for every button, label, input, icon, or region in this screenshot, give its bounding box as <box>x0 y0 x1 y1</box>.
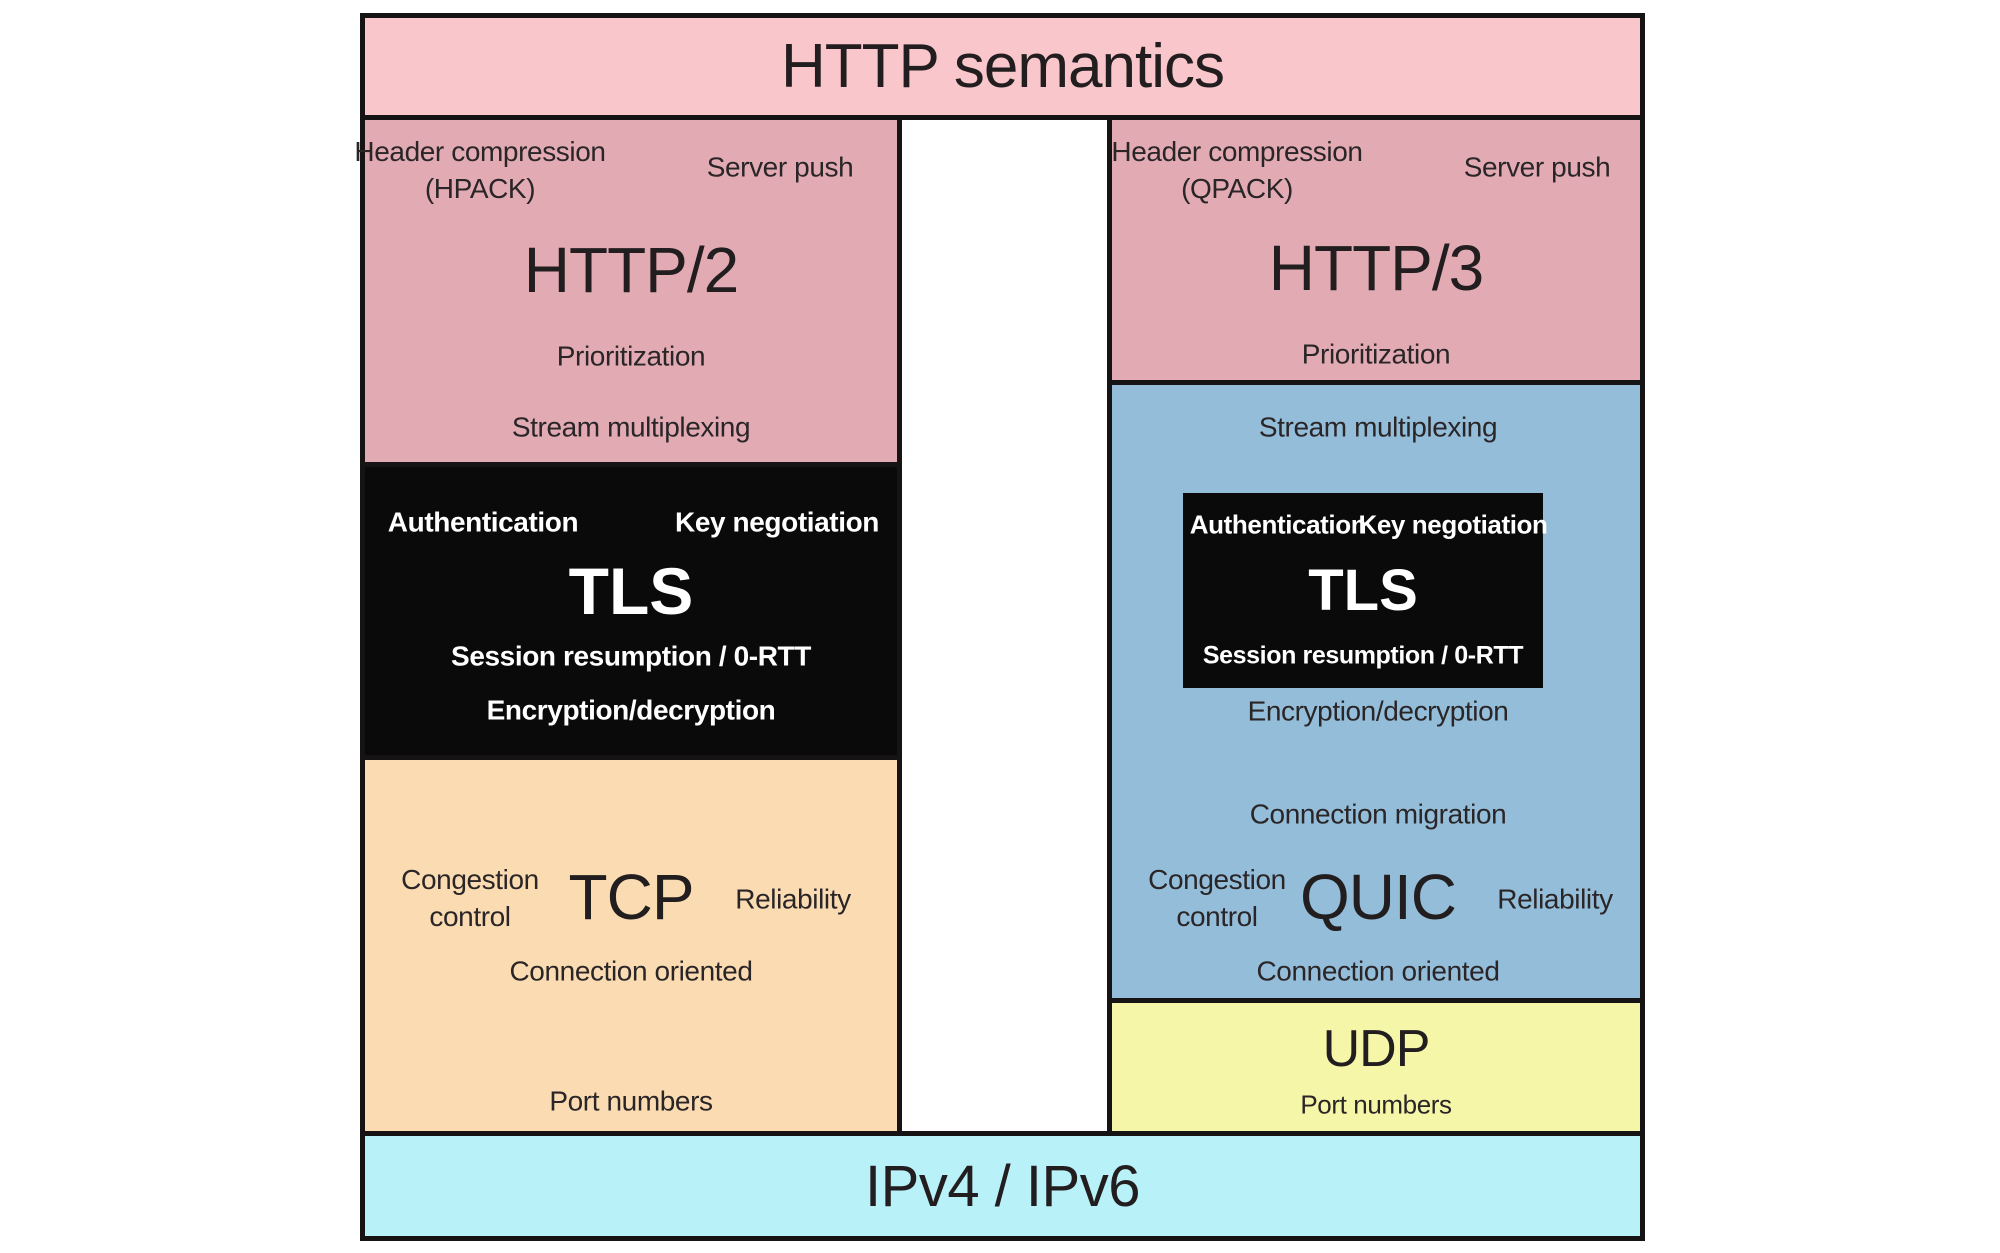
tls-title: TLS <box>1308 558 1418 623</box>
authentication-label: Authentication <box>387 506 579 538</box>
connection-oriented-label: Connection oriented <box>509 955 753 987</box>
tcp-title: TCP <box>568 861 695 933</box>
key-negotiation-label: Key negotiation <box>1358 509 1548 540</box>
ipv4-ipv6-label: IPv4 / IPv6 <box>865 1153 1140 1219</box>
http3-stack-column: Header compression (QPACK) Server push H… <box>1107 120 1640 1131</box>
tcp-box: Congestion control TCP Reliability Conne… <box>365 760 897 1131</box>
server-push-label: Server push <box>706 151 854 183</box>
connection-oriented-label: Connection oriented <box>1256 955 1500 987</box>
http3-app-box: Header compression (QPACK) Server push H… <box>1111 120 1640 385</box>
stacks-row: Header compression (HPACK) Server push H… <box>354 120 1640 1131</box>
http2-app-box: Header compression (HPACK) Server push H… <box>354 120 897 467</box>
session-resumption-label: Session resumption / 0-RTT <box>451 640 811 672</box>
http2-stack-column: Header compression (HPACK) Server push H… <box>354 120 902 1131</box>
http-semantics-banner: HTTP semantics <box>365 18 1640 120</box>
header-compression-qpack-label: Header compression (QPACK) <box>1111 136 1363 204</box>
diagram-frame: HTTP semantics Header compression (HPACK… <box>354 13 1645 1241</box>
http3-title: HTTP/3 <box>1268 232 1484 304</box>
reliability-label: Reliability <box>1497 883 1613 915</box>
columns-gap <box>902 120 1107 1131</box>
authentication-label: Authentication <box>1189 509 1367 540</box>
congestion-control-label: Congestion control <box>401 864 539 932</box>
tls-box-http2: Authentication Key negotiation TLS Sessi… <box>365 467 897 760</box>
quic-box: Stream multiplexing Authentication Key n… <box>1112 385 1640 1003</box>
http-semantics-label: HTTP semantics <box>780 32 1225 101</box>
header-compression-hpack-label: Header compression (HPACK) <box>354 136 606 204</box>
reliability-label: Reliability <box>735 883 851 915</box>
tls-box-http3: Authentication Key negotiation TLS Sessi… <box>1183 493 1548 688</box>
prioritization-label: Prioritization <box>1301 338 1451 370</box>
encryption-decryption-label: Encryption/decryption <box>486 694 776 726</box>
quic-title: QUIC <box>1300 861 1457 933</box>
http2-title: HTTP/2 <box>523 234 739 306</box>
port-numbers-label: Port numbers <box>1300 1089 1452 1120</box>
udp-box: UDP Port numbers <box>1112 1003 1640 1131</box>
stream-multiplexing-label: Stream multiplexing <box>1258 411 1498 443</box>
udp-title: UDP <box>1322 1020 1431 1078</box>
ip-banner: IPv4 / IPv6 <box>365 1131 1640 1236</box>
tls-title: TLS <box>568 554 694 628</box>
server-push-label: Server push <box>1463 151 1611 183</box>
key-negotiation-label: Key negotiation <box>674 506 880 538</box>
prioritization-label: Prioritization <box>556 340 706 372</box>
encryption-decryption-label: Encryption/decryption <box>1247 695 1509 727</box>
connection-migration-label: Connection migration <box>1249 798 1507 830</box>
port-numbers-label: Port numbers <box>549 1085 713 1117</box>
stream-multiplexing-label: Stream multiplexing <box>511 411 751 443</box>
session-resumption-label: Session resumption / 0-RTT <box>1202 641 1524 670</box>
congestion-control-label: Congestion control <box>1148 864 1286 932</box>
